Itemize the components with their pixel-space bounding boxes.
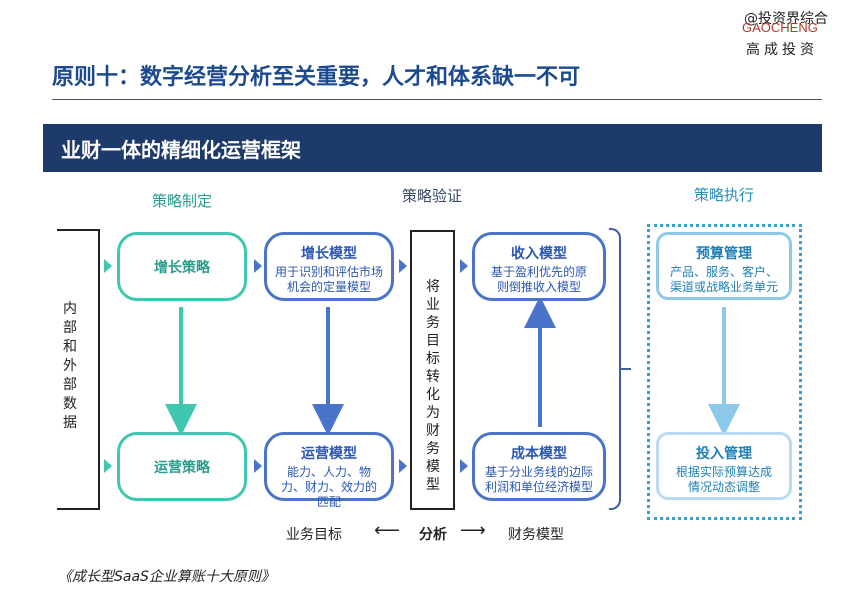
cost-model-title: 成本模型 <box>511 446 567 462</box>
data-source-label: 内部和外部数据 <box>63 301 77 431</box>
banner-title: 业财一体的精细化运营框架 <box>61 138 301 162</box>
revenue-model-title: 收入模型 <box>511 246 567 262</box>
growth-strategy-box: 增长策略 <box>117 232 247 301</box>
column-heading-strategy-validation: 策略验证 <box>402 187 463 205</box>
growth-model-desc: 用于识别和评估市场机会的定量模型 <box>275 265 384 294</box>
operation-strategy-label: 运营策略 <box>154 460 210 476</box>
operation-model-title: 运营模型 <box>301 446 357 462</box>
section-banner: 业财一体的精细化运营框架 <box>43 124 822 172</box>
budget-management-desc: 产品、服务、客户、渠道或战略业务单元 <box>669 265 778 294</box>
business-goal-label: 业务目标 <box>286 527 342 543</box>
investment-management-box: 投入管理 根据实际预算达成情况动态调整 <box>656 432 792 500</box>
operation-model-box: 运营模型 能力、人力、物力、财力、效力的匹配 <box>264 432 394 509</box>
growth-model-title: 增长模型 <box>301 246 357 262</box>
source-citation: 《成长型SaaS企业算账十大原则》 <box>58 569 275 585</box>
execution-container <box>647 224 802 520</box>
investment-management-desc: 根据实际预算达成情况动态调整 <box>675 465 772 494</box>
input-arrow-center-top <box>399 259 407 273</box>
input-arrow-revenue-model <box>460 259 468 273</box>
validation-brace <box>609 228 621 510</box>
input-arrow-center-bottom <box>399 459 407 473</box>
cost-model-box: 成本模型 基于分业务线的边际利润和单位经济模型 <box>472 432 606 501</box>
title-divider <box>52 99 822 100</box>
input-arrow-growth-model <box>254 259 262 273</box>
page-title: 原则十：数字经营分析至关重要，人才和体系缺一不可 <box>52 65 581 90</box>
input-arrow-cost-model <box>460 459 468 473</box>
financial-model-label: 财务模型 <box>508 527 564 543</box>
operation-model-desc: 能力、人力、物力、财力、效力的匹配 <box>280 465 377 509</box>
watermark: @投资界综合 <box>744 11 828 27</box>
growth-strategy-label: 增长策略 <box>154 260 210 276</box>
logo-latin: GAOCHENG <box>742 20 818 35</box>
operation-strategy-box: 运营策略 <box>117 432 247 501</box>
data-source-bracket <box>57 229 100 510</box>
right-arrow-glyph: ⟶ <box>460 520 486 541</box>
investment-management-title: 投入管理 <box>696 446 752 462</box>
business-to-finance-box: 将业务目标转化为财务模型 <box>410 230 455 510</box>
logo-chinese: 高成投资 <box>746 42 818 58</box>
column-heading-strategy-making: 策略制定 <box>152 192 213 210</box>
cost-model-desc: 基于分业务线的边际利润和单位经济模型 <box>484 465 593 494</box>
input-arrow-operation-model <box>254 459 262 473</box>
validation-brace-tip <box>621 368 631 370</box>
column-heading-strategy-execution: 策略执行 <box>694 186 755 204</box>
input-arrow-growth-strategy <box>104 259 112 273</box>
left-arrow-glyph: ⟵ <box>374 520 400 541</box>
revenue-model-box: 收入模型 基于盈利优先的原则倒推收入模型 <box>472 232 606 301</box>
budget-management-title: 预算管理 <box>696 246 752 262</box>
business-to-finance-label: 将业务目标转化为财务模型 <box>426 279 440 493</box>
input-arrow-operation-strategy <box>104 459 112 473</box>
budget-management-box: 预算管理 产品、服务、客户、渠道或战略业务单元 <box>656 232 792 300</box>
growth-model-box: 增长模型 用于识别和评估市场机会的定量模型 <box>264 232 394 301</box>
revenue-model-desc: 基于盈利优先的原则倒推收入模型 <box>490 265 587 294</box>
analysis-label: 分析 <box>419 527 447 543</box>
